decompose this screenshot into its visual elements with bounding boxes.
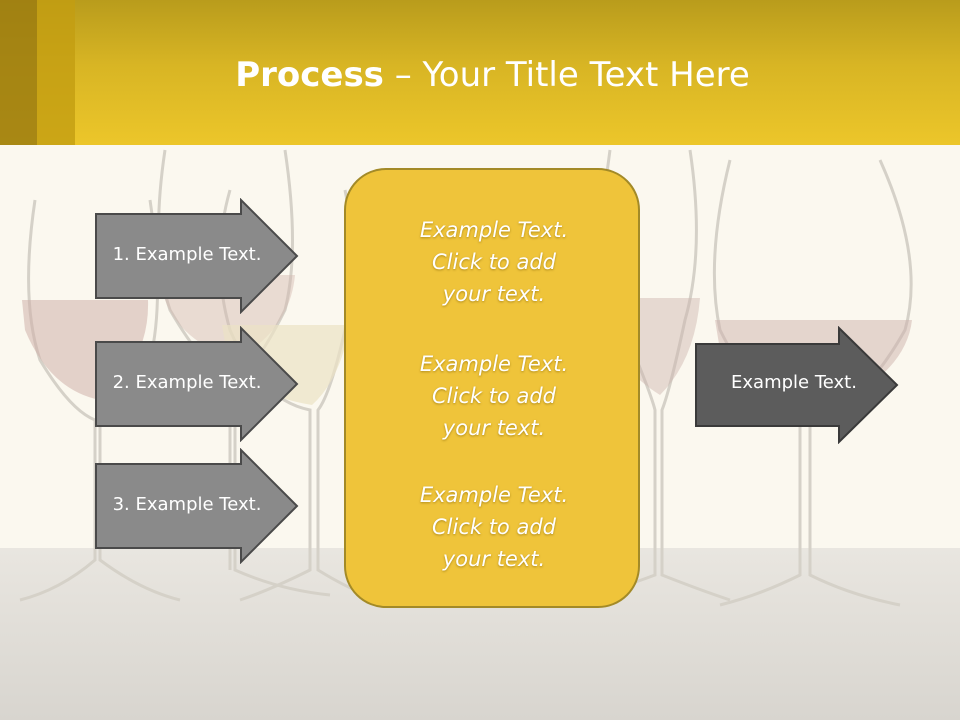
- arrow-shape: [695, 326, 899, 444]
- result-arrow[interactable]: Example Text.: [694, 326, 900, 444]
- arrow-label: Example Text.: [731, 372, 857, 393]
- arrow-label: 2. Example Text.: [112, 372, 262, 393]
- slide-title[interactable]: Process – Your Title Text Here: [0, 52, 960, 98]
- text-line: Example Text.: [419, 483, 569, 507]
- text-line: Example Text.: [419, 352, 569, 376]
- text-block-3: Example Text. Click to add your text.: [346, 479, 642, 575]
- text-line: Click to add: [431, 384, 556, 408]
- text-line: Click to add: [431, 250, 556, 274]
- process-step-arrow-3[interactable]: 3. Example Text.: [94, 448, 300, 564]
- text-line: Click to add: [431, 515, 556, 539]
- text-line: your text.: [442, 282, 546, 306]
- text-line: Example Text.: [419, 218, 569, 242]
- process-step-arrow-1[interactable]: 1. Example Text.: [94, 198, 300, 314]
- title-rest: – Your Title Text Here: [383, 55, 750, 95]
- arrow-label: 3. Example Text.: [112, 494, 262, 515]
- accent-bar: [37, 0, 75, 145]
- title-bold: Process: [235, 55, 384, 95]
- accent-bar: [0, 0, 37, 145]
- arrow-shape: [95, 198, 299, 314]
- arrow-shape: [95, 448, 299, 564]
- arrow-shape: [95, 326, 299, 442]
- text-line: your text.: [442, 547, 546, 571]
- text-block-1: Example Text. Click to add your text.: [346, 214, 642, 310]
- arrow-label: 1. Example Text.: [112, 244, 262, 265]
- process-step-arrow-2[interactable]: 2. Example Text.: [94, 326, 300, 442]
- title-banner: Process – Your Title Text Here: [0, 0, 960, 145]
- text-block-2: Example Text. Click to add your text.: [346, 348, 642, 444]
- text-line: your text.: [442, 416, 546, 440]
- center-content-box[interactable]: Example Text. Click to add your text. Ex…: [344, 168, 640, 608]
